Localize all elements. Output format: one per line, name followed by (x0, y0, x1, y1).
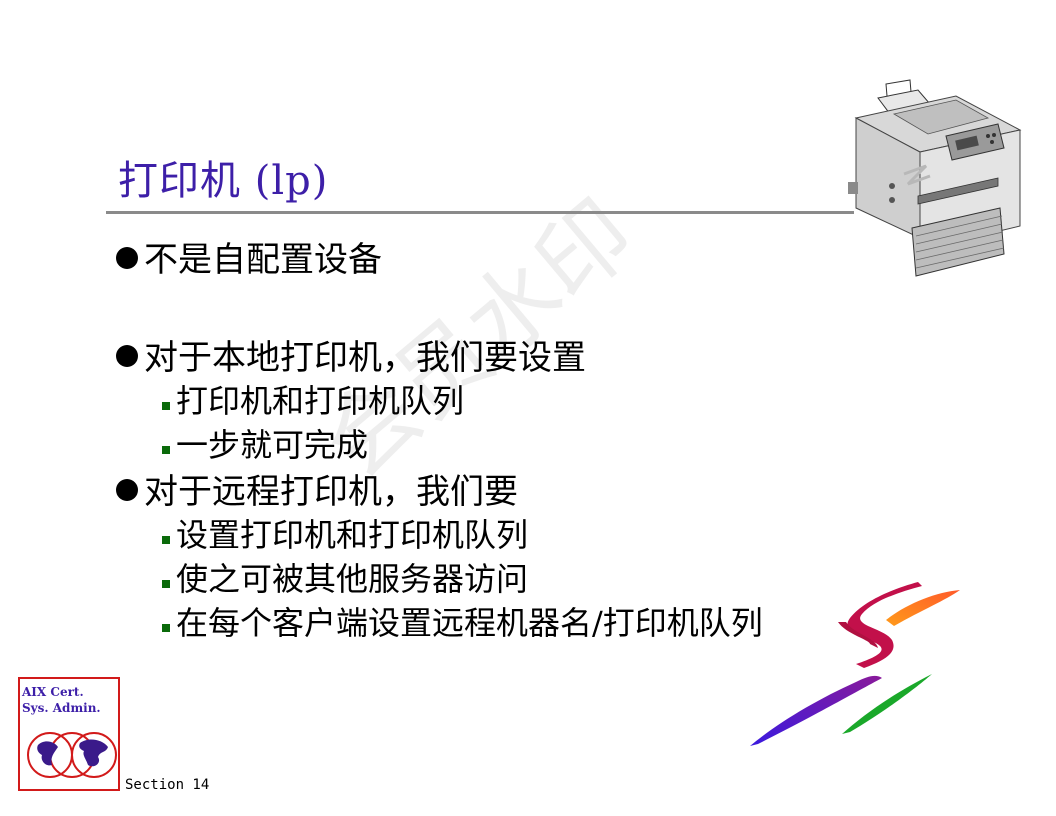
sub-bullet-text: 使之可被其他服务器访问 (176, 560, 529, 598)
square-bullet-icon (162, 402, 170, 410)
title-divider (106, 211, 854, 214)
sub-bullet-text: 打印机和打印机队列 (176, 382, 465, 420)
bullet-dot-icon (116, 479, 138, 501)
sub-bullet-item: 打印机和打印机队列 (162, 376, 464, 422)
bullet-text: 不是自配置设备 (144, 240, 382, 280)
bullet-dot-icon (116, 345, 138, 367)
sub-bullet-text: 一步就可完成 (176, 426, 369, 464)
bullet-text: 对于本地打印机，我们要设置 (144, 338, 586, 378)
sub-bullet-item: 在每个客户端设置远程机器名/打印机队列 (162, 598, 763, 644)
bullet-item: 对于远程打印机，我们要 (116, 464, 518, 513)
aix-cert-badge: AIX Cert. Sys. Admin. (18, 677, 120, 791)
bullet-text: 对于远程打印机，我们要 (144, 472, 518, 512)
slide-title: 打印机 (lp) (118, 158, 329, 204)
badge-title-line2: Sys. Admin. (22, 701, 101, 715)
square-bullet-icon (162, 624, 170, 632)
sub-bullet-item: 使之可被其他服务器访问 (162, 554, 528, 600)
sub-bullet-text: 在每个客户端设置远程机器名/打印机队列 (176, 604, 763, 642)
globe-icon (27, 732, 117, 778)
printer-icon (848, 79, 1022, 277)
square-bullet-icon (162, 536, 170, 544)
section-label: Section 14 (125, 777, 210, 793)
sub-bullet-text: 设置打印机和打印机队列 (176, 516, 529, 554)
square-bullet-icon (162, 446, 170, 454)
badge-title-line1: AIX Cert. (22, 685, 84, 699)
bullet-item: 不是自配置设备 (116, 232, 382, 281)
sub-bullet-item: 设置打印机和打印机队列 (162, 510, 528, 556)
sub-bullet-item: 一步就可完成 (162, 420, 368, 466)
swoosh-logo-icon (750, 582, 960, 746)
bullet-item: 对于本地打印机，我们要设置 (116, 330, 586, 379)
square-bullet-icon (162, 580, 170, 588)
bullet-dot-icon (116, 247, 138, 269)
